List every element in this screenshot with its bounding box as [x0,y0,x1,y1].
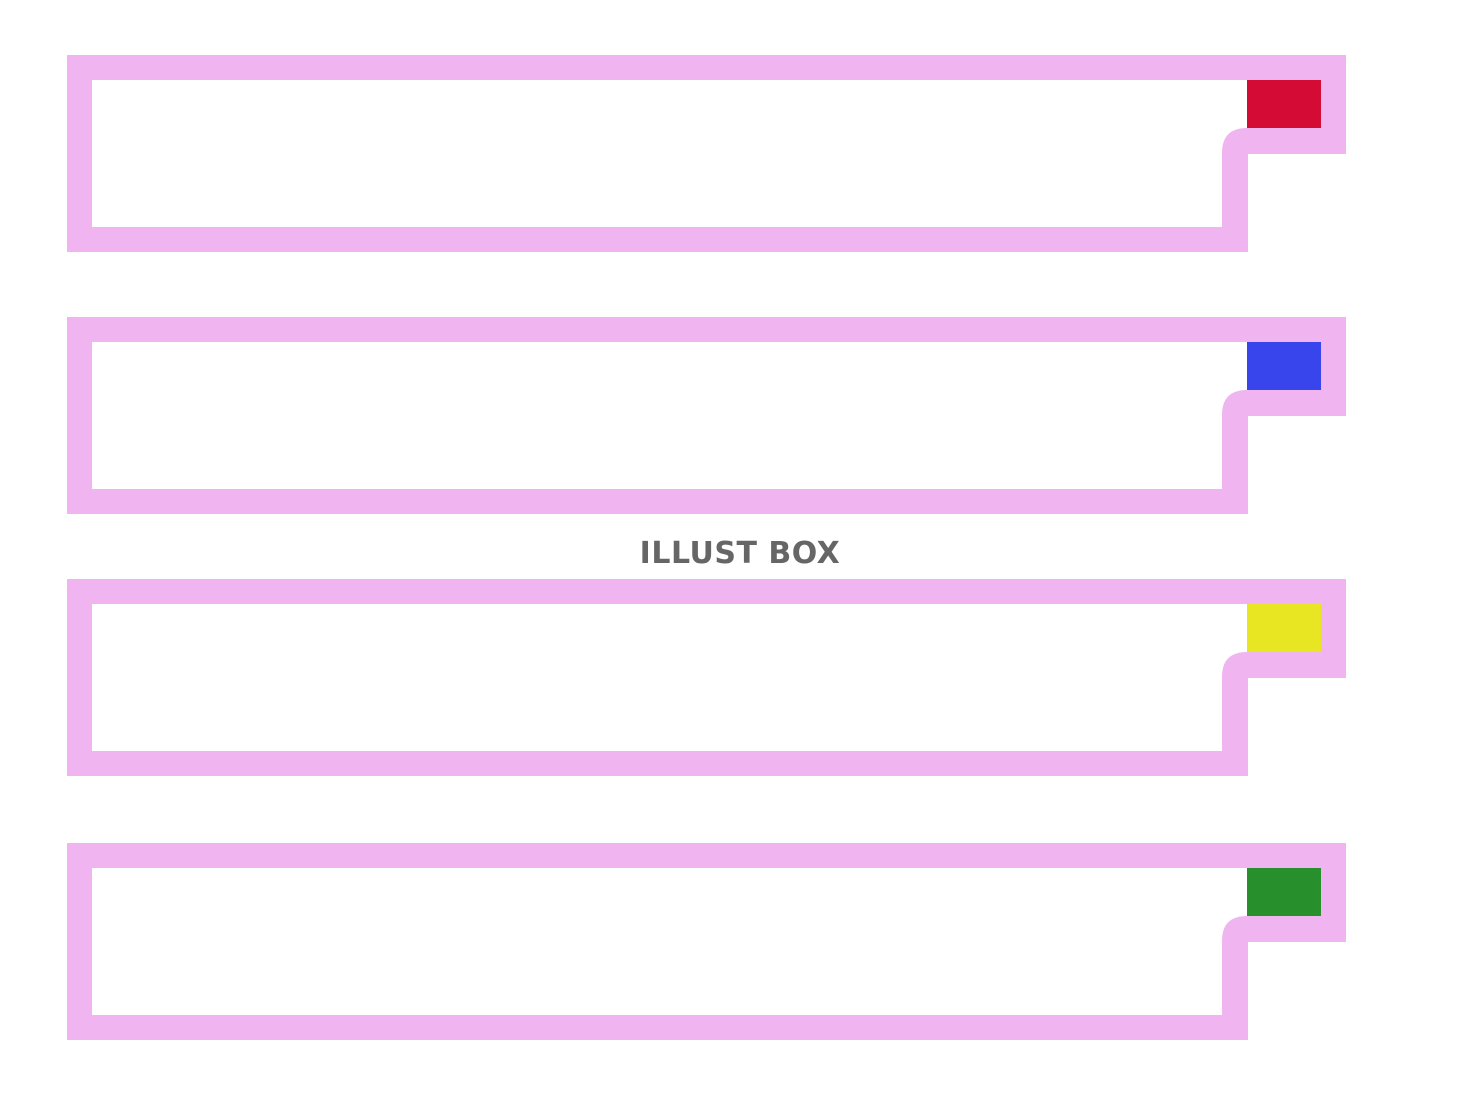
label-frame-red [67,55,1346,252]
frame-inner-area [92,868,1247,1015]
watermark-logo: ILLUST BOX [639,536,841,571]
label-frame-green [67,843,1346,1040]
frame-inner-area [92,342,1247,489]
label-frame-blue [67,317,1346,514]
frame-inner-area [92,604,1247,751]
label-frame-yellow [67,579,1346,776]
accent-tab [1247,342,1321,390]
accent-tab [1247,80,1321,128]
accent-tab [1247,868,1321,916]
accent-tab [1247,604,1321,652]
frame-inner-area [92,80,1247,227]
